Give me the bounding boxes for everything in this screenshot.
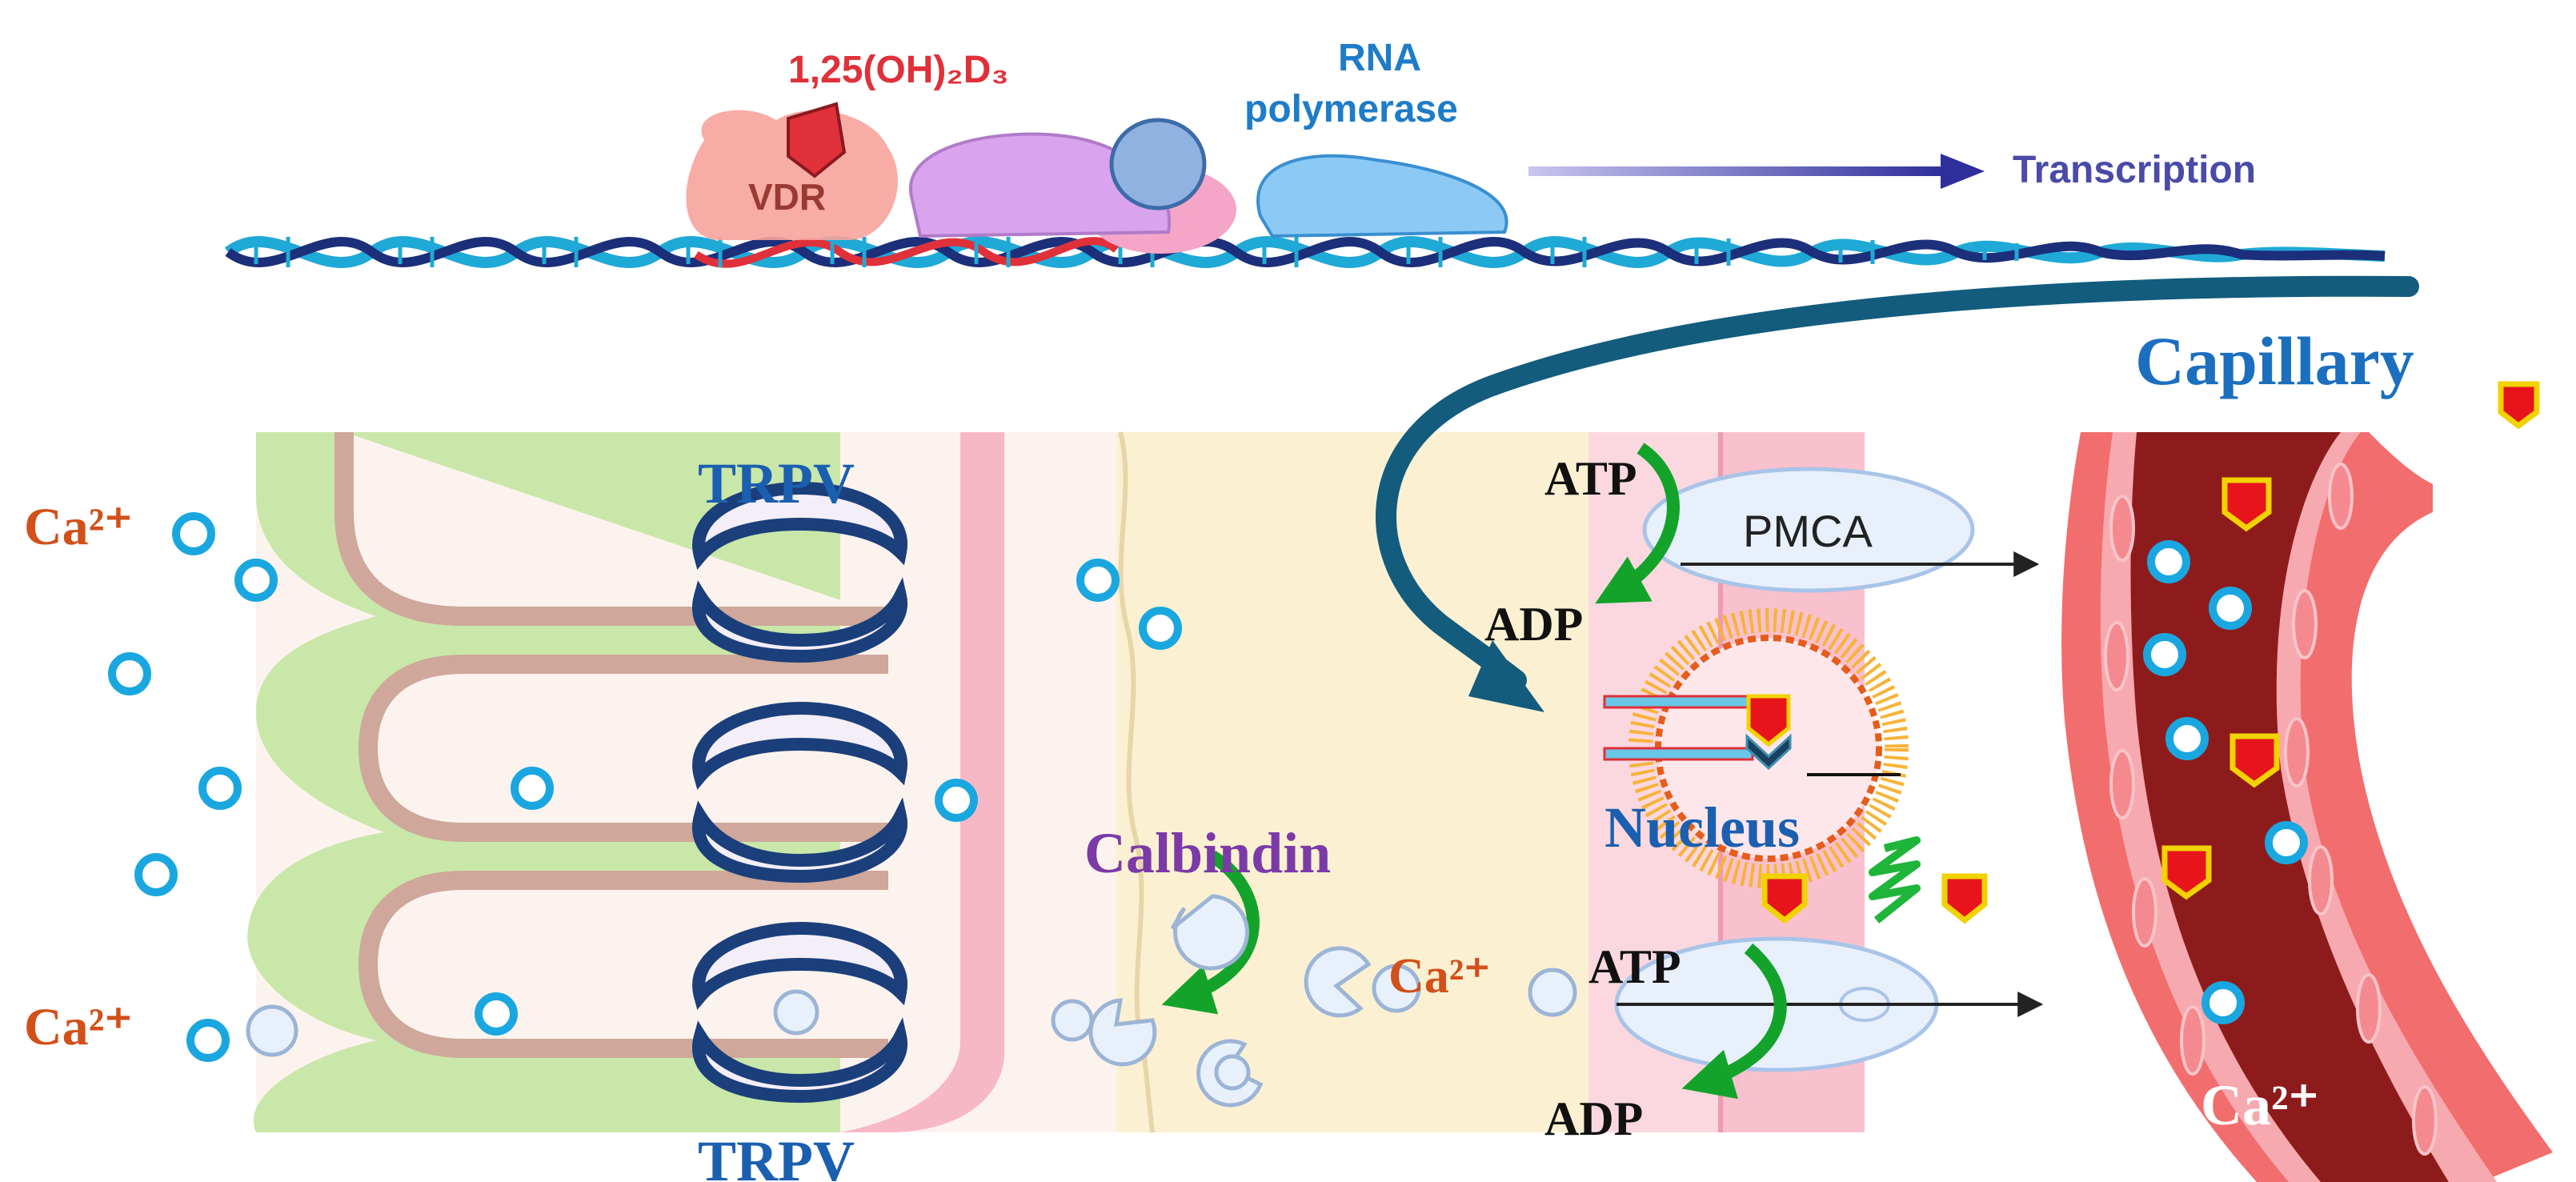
calbindin-2 (1088, 998, 1157, 1067)
vitamin-d-cell-1 (1761, 873, 1808, 924)
apical-membrane-pink (840, 432, 1004, 1132)
endothelial-cells (2104, 463, 2438, 1156)
trpv-channels (692, 481, 907, 1104)
transcription-label: Transcription (2013, 149, 2256, 191)
calbindin-ca-4 (1528, 968, 1577, 1017)
ca-label-lumen-bottom: Ca²⁺ (24, 998, 132, 1056)
nucleus-vdr-chevron (1745, 733, 1792, 771)
calbindin-ca-1 (1051, 999, 1094, 1042)
calcium-ion (475, 992, 518, 1036)
calcium-ion (935, 779, 978, 822)
calcium-ion (2147, 540, 2190, 583)
vdr-label: VDR (748, 176, 826, 218)
calcium-ion (198, 767, 242, 810)
green-arrow-calbindin (1161, 851, 1260, 1015)
transcription-arrow-head (1941, 154, 1985, 189)
vitamin-d-markers (1761, 381, 2540, 924)
calbindin-ca-3 (1372, 964, 1421, 1013)
pmca-top: PMCA (1642, 467, 2040, 593)
adp-label-bottom: ADP (1544, 1092, 1643, 1145)
channel-ca-faint (773, 989, 819, 1036)
green-arrow-atp-bottom (1681, 943, 1787, 1100)
rna-polymerase (1256, 154, 1508, 238)
lumen-ca-faint (246, 1004, 298, 1057)
calcium-ion (2201, 981, 2245, 1024)
ca-label-lumen-top: Ca²⁺ (24, 498, 132, 556)
calbindin-proteins (246, 894, 1577, 1108)
gene-regulation-arc-head (1468, 640, 1544, 712)
trpv-channel-1 (692, 481, 907, 663)
calbindin-4 (1304, 946, 1372, 1018)
calcium-ion (234, 559, 278, 602)
calcium-ions (108, 512, 2308, 1062)
cytoplasm-yellow (1116, 432, 1588, 1132)
trpv-label-top: TRPV (698, 451, 855, 515)
rna-polymerase-label-2: polymerase (1244, 88, 1458, 130)
vitamin-d-ligand (787, 102, 847, 178)
calcium-ion (108, 652, 151, 695)
ca-label-blood: Ca²⁺ (2201, 1073, 2319, 1137)
dna-strand-red (694, 237, 1120, 268)
transcription-arrow-shaft (1528, 166, 1945, 176)
calbindin-1 (1170, 894, 1249, 971)
calcium-ion (1139, 607, 1182, 650)
dna-strand-front (225, 237, 2386, 267)
vitamin-d-blood-2 (2229, 733, 2280, 788)
atp-label-bottom: ATP (1588, 940, 1681, 993)
calcium-ion (186, 1019, 230, 1062)
calcium-ion (2143, 633, 2186, 676)
adp-label-top: ADP (1484, 598, 1583, 651)
hormone-label: 1,25(OH)₂D₃ (788, 49, 1009, 91)
vitamin-d-legend (2498, 381, 2540, 430)
calbindin-label: Calbindin (1084, 821, 1331, 885)
gene-regulation-arc (1376, 275, 2419, 691)
nucleus-dna-1 (1603, 695, 1754, 709)
cytoplasm-edge (1118, 431, 1155, 1133)
vitamin-d-blood-3 (2161, 845, 2212, 900)
capillary-label: Capillary (2135, 323, 2414, 399)
calcium-ion (511, 767, 554, 810)
nucleus-label: Nucleus (1604, 795, 1800, 859)
calcium-ion (134, 853, 178, 896)
coactivator-blue-subunit (1109, 118, 1207, 210)
trpv-channel-2 (692, 701, 907, 883)
pmca-label: PMCA (1743, 506, 1873, 556)
nucleus-dna-2 (1603, 747, 1754, 761)
pmca-top-body (1642, 467, 1975, 593)
trpv-label-bottom: TRPV (698, 1129, 855, 1182)
vdr-protein (686, 110, 898, 240)
trpv-channel-3 (692, 921, 907, 1104)
calcium-ion (2209, 587, 2252, 630)
ca-label-cell: Ca²⁺ (1388, 949, 1490, 1004)
dna-transcription-panel: VDR 1,25(OH)₂D₃ RNA polymerase Transcrip… (224, 37, 2386, 268)
calcium-ion (1076, 559, 1120, 602)
vitamin-d-blood-1 (2221, 477, 2272, 532)
calcium-ion (2265, 821, 2308, 864)
nucleus-vdr-ligand (1746, 694, 1791, 747)
mrna-coil (1869, 836, 1921, 924)
atp-label-top: ATP (1544, 452, 1637, 505)
vitamin-d-cell-2 (1941, 873, 1988, 924)
capillary: Capillary Ca²⁺ (2061, 323, 2553, 1182)
dna-base-pairs (254, 237, 2019, 267)
calcium-ion (2165, 717, 2209, 760)
calcium-ion (172, 512, 215, 555)
green-arrow-atp-top (1595, 443, 1680, 604)
calbindin-ca-2 (1214, 1054, 1251, 1091)
rna-polymerase-label-1: RNA (1338, 37, 1421, 79)
